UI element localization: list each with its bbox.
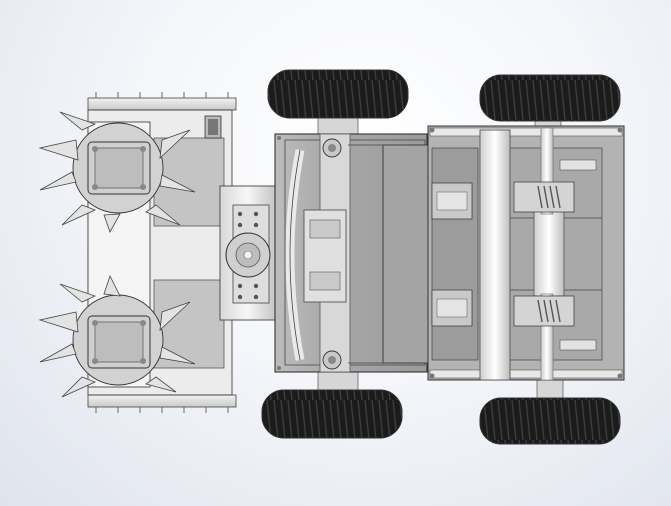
screw-actuator-bottom <box>513 295 597 351</box>
rear-right-wheel <box>479 379 621 445</box>
spiked-roller-bottom <box>38 274 196 398</box>
frame-bolts <box>277 127 623 379</box>
front-left-wheel <box>267 69 409 141</box>
hitch-plate <box>219 185 299 321</box>
chassis-body <box>274 133 432 373</box>
drive-axle <box>479 127 565 381</box>
spiked-roller-top <box>38 111 196 233</box>
rear-left-wheel <box>479 74 621 133</box>
front-right-wheel <box>261 367 403 439</box>
screw-actuator-top <box>513 159 597 213</box>
